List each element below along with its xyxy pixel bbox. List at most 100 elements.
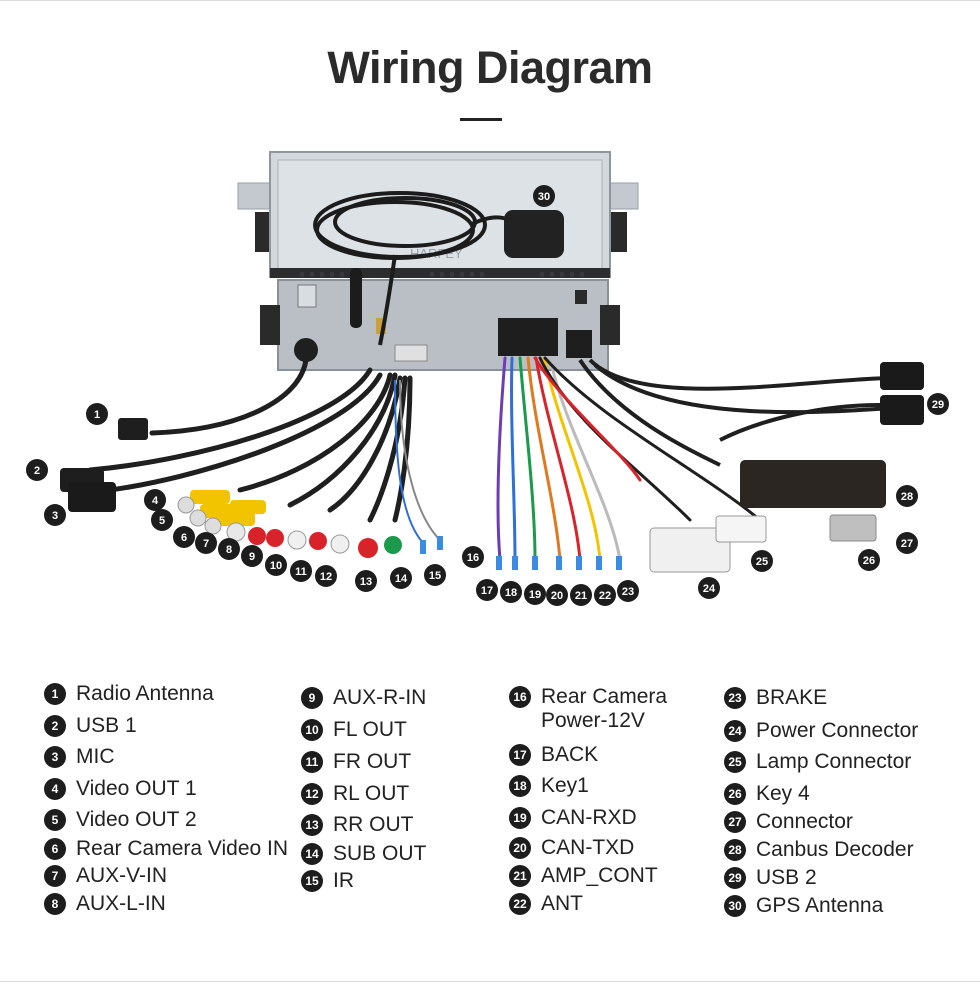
callout-number: 3 — [52, 510, 58, 522]
callout-circle — [698, 577, 720, 599]
legend-number-badge: 25 — [724, 751, 746, 773]
left-cable-bundle — [87, 357, 413, 523]
callout-circle — [173, 526, 195, 548]
callout-marker: 14 — [390, 567, 412, 589]
callout-circle — [533, 185, 555, 207]
legend-number-badge: 10 — [301, 719, 323, 741]
callout-number: 23 — [622, 586, 634, 598]
callout-marker: 13 — [355, 570, 377, 592]
callout-circle — [424, 564, 446, 586]
gps-antenna-cable — [313, 191, 531, 346]
callout-number: 15 — [429, 570, 441, 582]
callout-marker: 24 — [698, 577, 720, 599]
callout-marker: 8 — [218, 538, 240, 560]
callout-number: 10 — [270, 560, 282, 572]
callout-number: 14 — [395, 573, 408, 585]
gps-antenna-block — [504, 210, 564, 258]
callout-circle — [896, 532, 918, 554]
legend-number-badge: 30 — [724, 895, 746, 917]
callout-marker: 17 — [476, 579, 498, 601]
legend-label: Lamp Connector — [756, 750, 912, 773]
head-unit: HARFEY — [237, 151, 639, 371]
legend-label: IR — [333, 869, 354, 892]
callout-marker: 7 — [195, 532, 217, 554]
callout-marker: 11 — [290, 560, 312, 582]
legend-label: AUX-V-IN — [76, 864, 168, 887]
callout-circle — [858, 549, 880, 571]
legend-number-badge: 28 — [724, 839, 746, 861]
callout-circle — [617, 580, 639, 602]
legend-number-badge: 24 — [724, 720, 746, 742]
callout-marker: 30 — [533, 185, 555, 207]
callout-number: 17 — [481, 585, 493, 597]
top-divider — [0, 0, 980, 1]
callout-number: 8 — [226, 544, 232, 556]
callout-number: 12 — [320, 571, 332, 583]
callout-circle — [241, 545, 263, 567]
legend-number-badge: 19 — [509, 807, 531, 829]
callout-number: 7 — [203, 538, 209, 550]
callout-marker: 2 — [26, 459, 48, 481]
callout-number: 1 — [94, 409, 100, 421]
legend-label: GPS Antenna — [756, 894, 884, 917]
callout-circle — [896, 485, 918, 507]
canbus-decoder-box — [740, 460, 886, 508]
callout-marker: 16 — [462, 546, 484, 568]
legend-number-badge: 9 — [301, 687, 323, 709]
legend-label: Video OUT 2 — [76, 808, 197, 831]
legend-label: AMP_CONT — [541, 864, 658, 887]
legend-number-badge: 26 — [724, 783, 746, 805]
legend-label: SUB OUT — [333, 842, 427, 865]
legend-number-badge: 2 — [44, 715, 66, 737]
legend-label: Connector — [756, 810, 853, 833]
legend-item: 27 Connector — [724, 810, 853, 834]
callout-number: 16 — [467, 552, 479, 564]
legend-number-badge: 6 — [44, 838, 66, 860]
callout-number: 27 — [901, 538, 913, 550]
callout-circle — [570, 584, 592, 606]
callout-number: 13 — [360, 576, 372, 588]
legend-label: BACK — [541, 743, 599, 766]
callout-circle — [524, 583, 546, 605]
legend-number-badge: 11 — [301, 751, 323, 773]
legend-item: 17 BACK — [509, 743, 598, 767]
usb2-plug-a — [880, 362, 924, 390]
legend-label: Radio Antenna — [76, 682, 214, 705]
legend-number-badge: 27 — [724, 811, 746, 833]
power-connector — [649, 527, 731, 573]
page-title: Wiring Diagram — [327, 42, 653, 93]
callout-circle — [290, 560, 312, 582]
wifi-antenna — [350, 268, 362, 328]
callout-circle — [195, 532, 217, 554]
callout-marker: 25 — [751, 550, 773, 572]
callout-circle — [265, 554, 287, 576]
callout-number: 18 — [505, 587, 517, 599]
key4-connector — [829, 514, 877, 542]
legend-item: 30 GPS Antenna — [724, 894, 883, 918]
callout-marker: 26 — [858, 549, 880, 571]
callout-number: 11 — [295, 566, 307, 578]
legend-number-badge: 8 — [44, 893, 66, 915]
legend-number-badge: 16 — [509, 686, 531, 708]
legend-number-badge: 17 — [509, 744, 531, 766]
callout-marker: 4 — [144, 489, 166, 511]
legend-label: Rear Camera Power-12V — [541, 685, 668, 732]
callout-marker: 21 — [570, 584, 592, 606]
callout-marker: 5 — [151, 509, 173, 531]
legend-number-badge: 12 — [301, 783, 323, 805]
legend-label: BRAKE — [756, 686, 828, 709]
callout-number: 26 — [863, 555, 875, 567]
callout-marker: 20 — [546, 584, 568, 606]
usb2-plug-b — [880, 395, 924, 425]
